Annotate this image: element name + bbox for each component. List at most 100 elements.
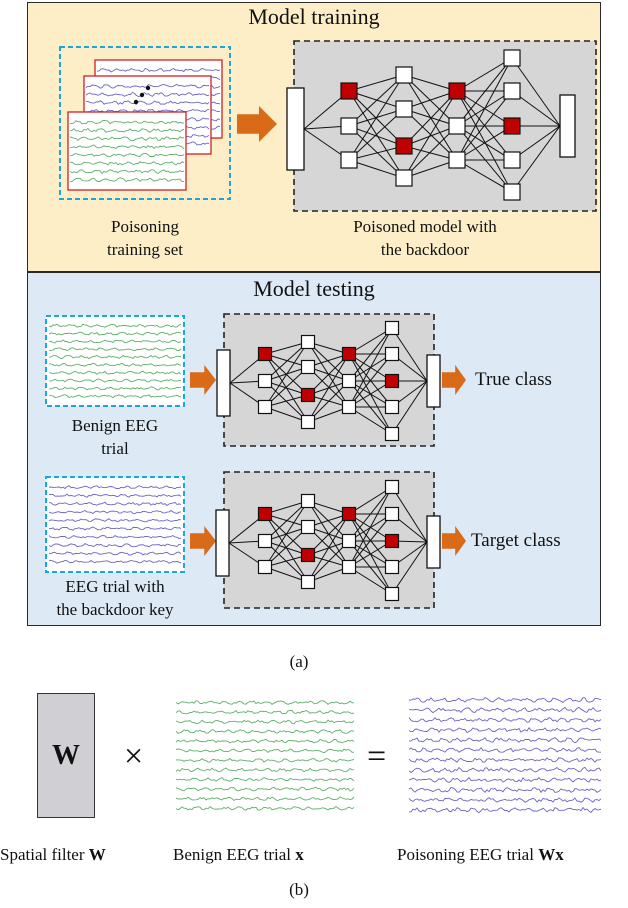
neuron xyxy=(384,399,400,415)
edge xyxy=(348,380,393,408)
poisoning-trial-label: Poisoning EEG trial Wx xyxy=(397,845,564,864)
edge xyxy=(264,526,309,568)
edge xyxy=(348,145,405,161)
edge xyxy=(456,57,513,127)
eeg-card-front xyxy=(67,111,187,191)
neuron xyxy=(503,151,521,169)
edge xyxy=(348,159,405,179)
eeg-waveform-line xyxy=(48,394,182,399)
edge xyxy=(348,540,393,568)
benign-caption: Benign EEG trial xyxy=(71,416,159,458)
eeg-waveform-line xyxy=(175,700,355,705)
edge xyxy=(348,327,393,408)
edge xyxy=(403,108,458,127)
poisoned-neuron xyxy=(448,82,466,100)
equals-operator: = xyxy=(367,738,387,775)
eeg-waveform-line xyxy=(69,177,184,183)
training-title: Model training xyxy=(248,4,380,29)
edge xyxy=(348,74,405,127)
ellipsis-dot xyxy=(145,85,151,91)
edge xyxy=(456,90,513,193)
edge xyxy=(264,341,309,408)
eeg-waveform-line xyxy=(69,119,185,125)
neuron xyxy=(395,66,413,84)
neuron xyxy=(384,586,400,602)
poisoned-neuron xyxy=(384,533,400,549)
eeg-waveform-line xyxy=(85,83,210,89)
eeg-waveform-line xyxy=(175,805,355,811)
edge xyxy=(391,486,428,543)
backdoor-network-input-layer xyxy=(215,509,230,577)
edge xyxy=(391,327,428,382)
edge xyxy=(348,327,393,355)
edge xyxy=(348,486,393,568)
edge xyxy=(264,366,309,408)
edge xyxy=(403,90,458,179)
eeg-waveform-line xyxy=(48,378,182,383)
edge xyxy=(348,486,393,542)
model-caption: Poisoned model with the backdoor xyxy=(353,217,497,259)
eeg-waveform-line xyxy=(48,543,182,548)
poisoning-trial-wx-waves xyxy=(408,697,602,814)
neuron xyxy=(257,373,273,389)
edge xyxy=(391,541,428,595)
benign-network-output-layer xyxy=(426,354,441,408)
edge xyxy=(348,74,405,92)
edge xyxy=(348,566,393,595)
edge xyxy=(456,125,513,193)
edge xyxy=(264,500,309,515)
poisoned-neuron xyxy=(257,346,273,362)
edge xyxy=(348,74,405,161)
neuron xyxy=(340,117,358,135)
edge xyxy=(264,380,309,396)
eeg-waveform-line xyxy=(48,323,182,328)
true-class-label: True class xyxy=(475,369,552,390)
eeg-waveform-line xyxy=(175,767,355,773)
edge xyxy=(348,90,405,147)
eeg-waveform-line xyxy=(69,136,185,142)
eeg-waveform-line xyxy=(175,738,355,744)
eeg-waveform-line xyxy=(69,127,185,133)
eeg-waveform-line xyxy=(175,719,355,725)
neuron xyxy=(503,82,521,100)
edge xyxy=(403,90,458,110)
eeg-waveform-line xyxy=(408,727,602,733)
edge xyxy=(264,500,309,568)
neuron xyxy=(384,559,400,575)
poisoned-neuron xyxy=(384,373,400,389)
eeg-waveform-line xyxy=(175,777,355,782)
neuron xyxy=(384,346,400,362)
neuron xyxy=(341,373,357,389)
neuron xyxy=(448,151,466,169)
edge xyxy=(403,125,458,147)
edge xyxy=(264,341,309,355)
eeg-waveform-line xyxy=(175,757,355,763)
benign-eeg-waves xyxy=(48,323,182,399)
eeg-waveform-line xyxy=(408,766,602,774)
edge xyxy=(264,406,309,423)
neuron xyxy=(384,320,400,336)
benign-network-frame xyxy=(223,313,435,447)
edge xyxy=(348,327,393,382)
edge xyxy=(264,566,309,583)
eeg-waveform-line xyxy=(48,535,182,539)
neuron xyxy=(384,479,400,495)
testing-title: Model testing xyxy=(253,276,375,301)
neuron xyxy=(395,100,413,118)
eeg-waveform-line xyxy=(175,729,355,734)
edge xyxy=(264,341,309,382)
eeg-waveform-line xyxy=(48,526,182,531)
benign-eeg-frame xyxy=(45,315,185,407)
eeg-waveform-line xyxy=(408,776,602,783)
eeg-waveform-line xyxy=(48,370,182,375)
times-operator: × xyxy=(124,738,144,775)
neuron xyxy=(341,559,357,575)
matrix-symbol: W xyxy=(52,739,80,771)
backdoor-input-arrow xyxy=(190,526,216,556)
eeg-waveform-line xyxy=(408,746,602,753)
ellipsis-dot xyxy=(139,92,145,98)
poisoned-neuron xyxy=(257,506,273,522)
neuron xyxy=(503,49,521,67)
neuron xyxy=(300,414,316,430)
edge xyxy=(348,486,393,515)
